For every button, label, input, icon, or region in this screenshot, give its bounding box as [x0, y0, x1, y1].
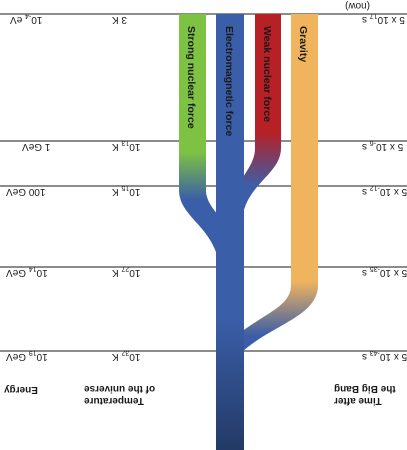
- weak-force-band: [228, 14, 281, 210]
- strong-force-band: [179, 14, 238, 252]
- force-bands: [179, 14, 318, 450]
- temperature-label-0: 3 K: [112, 14, 127, 25]
- strong-force-label: Strong nuclear force: [185, 26, 197, 129]
- energy-label-0: 10-4 eV: [10, 12, 43, 25]
- electromagnetic-force-label: Electromagnetic force: [223, 26, 235, 136]
- temperature-label-4: 1032 K: [112, 349, 141, 362]
- time-label-1: 5 x 10-6 s: [362, 139, 403, 152]
- energy-label-1: 1 GeV: [22, 141, 51, 152]
- now-label: (now): [345, 0, 370, 11]
- energy-label-3: 1014 GeV: [6, 265, 48, 278]
- energy-label-4: 1019 GeV: [6, 349, 48, 362]
- temperature-label-1: 1013 K: [112, 139, 141, 152]
- temperature-header-line2: of the universe: [84, 383, 156, 394]
- weak-force-label: Weak nuclear force: [261, 26, 273, 122]
- column-headers: Energy Temperature of the universe Time …: [4, 383, 396, 406]
- energy-header: Energy: [4, 384, 38, 395]
- gravity-band: [216, 14, 318, 356]
- time-header-line2: the Big Bang: [334, 383, 396, 394]
- temperature-header-line1: Temperature: [84, 395, 144, 406]
- electromagnetic-trunk: [216, 14, 244, 450]
- time-header-line1: Time after: [334, 395, 382, 406]
- time-label-3: 5 x 10-35 s: [362, 265, 407, 278]
- temperature-label-3: 1027 K: [112, 265, 141, 278]
- energy-label-2: 100 GeV: [6, 186, 46, 197]
- temperature-label-2: 1015 K: [112, 184, 141, 197]
- era-labels: 10-4 eV 3 K 5 x 1017 s (now) 1 GeV 1013 …: [6, 0, 407, 362]
- time-label-2: 5 x 10-12 s: [362, 184, 407, 197]
- force-labels: Strong nuclear force Electromagnetic for…: [185, 26, 309, 136]
- time-label-4: 5 x 10-43 s: [362, 349, 407, 362]
- time-label-0: 5 x 1017 s: [362, 12, 405, 25]
- gravity-label: Gravity: [297, 26, 309, 62]
